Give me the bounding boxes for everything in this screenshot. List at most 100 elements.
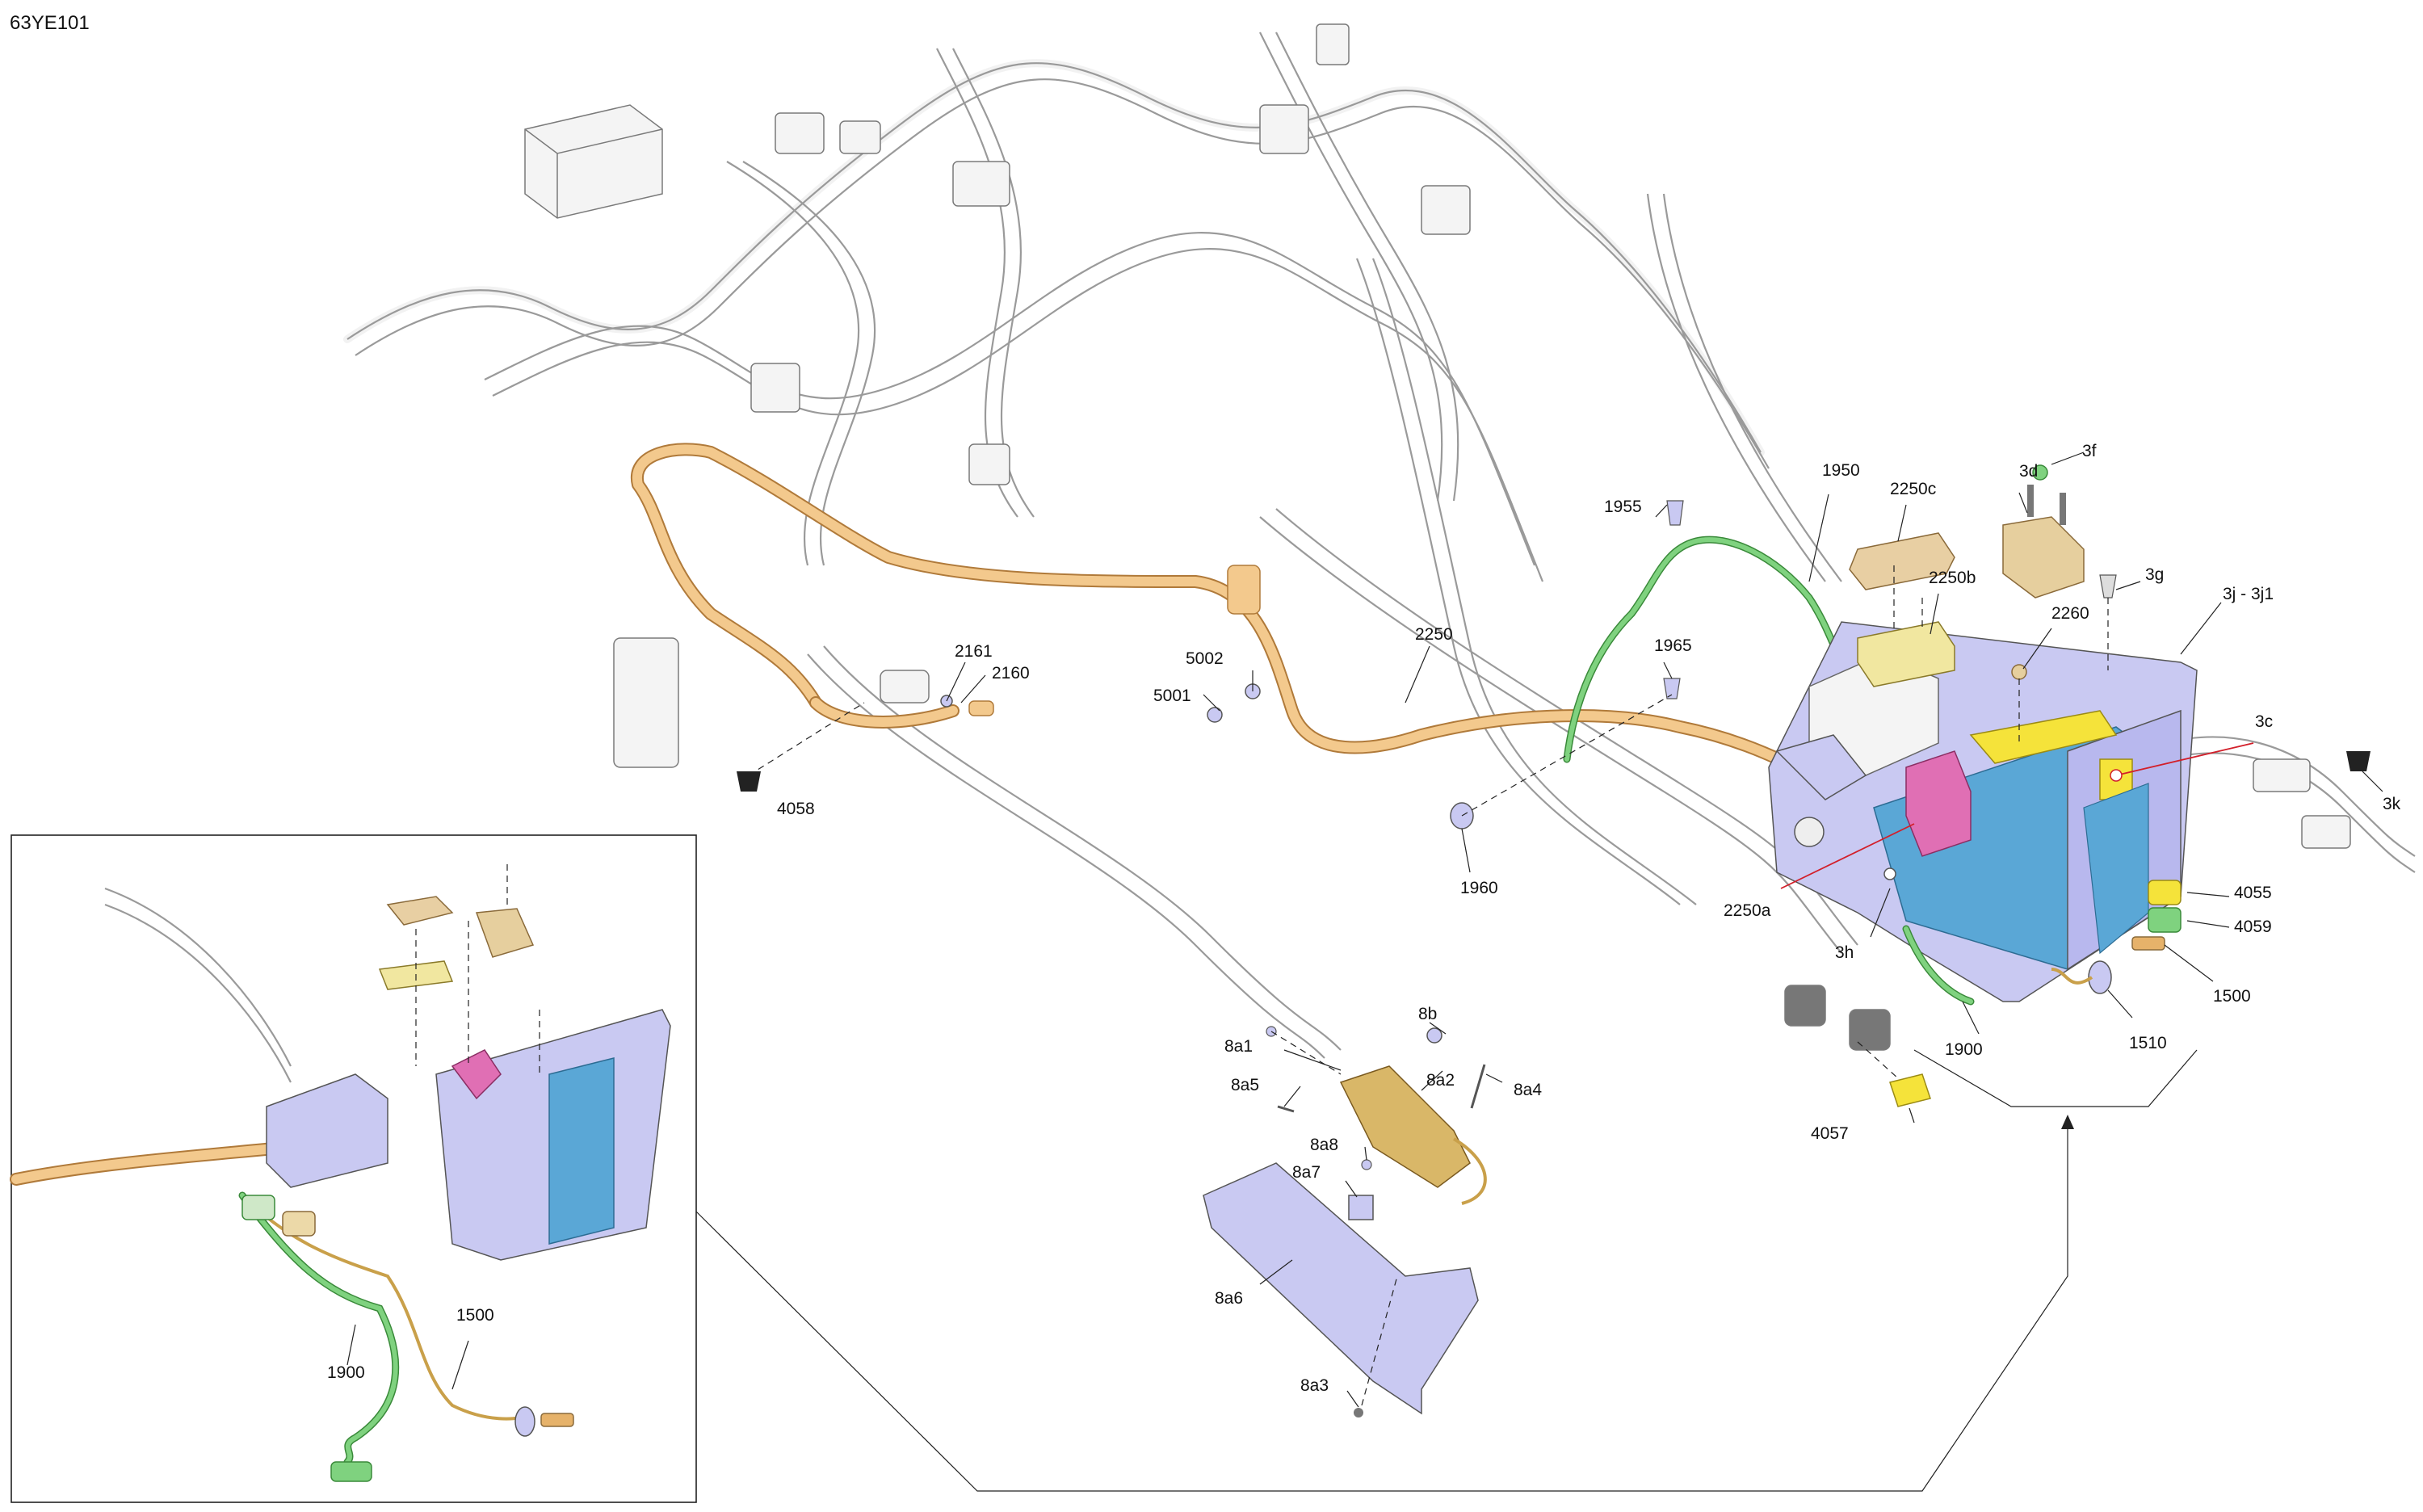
connector-c [952, 161, 1010, 207]
connector-h [968, 443, 1010, 485]
label-2250a: 2250a [1724, 901, 1771, 920]
detail-inset: 1900 1500 [10, 834, 697, 1503]
terminal-2160 [968, 700, 994, 716]
main-wiring-harness [343, 32, 2416, 1059]
leader-2250a [1780, 823, 1915, 889]
label-8a6: 8a6 [1215, 1289, 1243, 1308]
connector-4057 [1889, 1073, 1931, 1107]
label-3j-3j1: 3j - 3j1 [2223, 585, 2274, 603]
label-8a2: 8a2 [1426, 1071, 1455, 1090]
sensor-1500 [2131, 936, 2165, 951]
label-3c: 3c [2255, 712, 2273, 731]
connector-b [839, 120, 881, 154]
inset-pink-terminal [451, 1049, 502, 1100]
label-3g: 3g [2145, 565, 2164, 584]
label-1510: 1510 [2129, 1034, 2167, 1052]
screw-1955 [1666, 500, 1684, 526]
label-3k: 3k [2383, 795, 2401, 813]
clip-3k [2346, 751, 2371, 771]
fuse-box [524, 104, 663, 219]
connector-e [1421, 185, 1471, 235]
label-8a4: 8a4 [1514, 1081, 1542, 1099]
ground-wire-1950 [1563, 536, 1846, 763]
connector-g [750, 363, 800, 413]
label-3d: 3d [2019, 462, 2038, 481]
connector-4059 [2148, 907, 2182, 933]
inset-ground-plug [330, 1461, 372, 1482]
callout-labels: 4058 2161 2160 5002 5001 2250 1955 1965 … [777, 442, 2401, 1395]
battery-assembly [1768, 621, 2198, 1002]
bracket [1775, 734, 1867, 800]
label-8a5: 8a5 [1231, 1076, 1259, 1094]
document-code: 63YE101 [10, 12, 90, 34]
connector-a [775, 112, 825, 154]
lock-assembly [1203, 1026, 1487, 1418]
battery-callout-bracket [1913, 1049, 2198, 1107]
harness-connectors [524, 23, 2351, 1051]
label-2250: 2250 [1415, 625, 1453, 644]
small-parts [737, 464, 2371, 1107]
connector-k [1784, 985, 1826, 1027]
nut-8a3 [1354, 1408, 1363, 1418]
orange-harness-2250 [630, 443, 1993, 846]
inset-cover [386, 896, 454, 926]
label-1900: 1900 [1945, 1040, 1983, 1059]
label-5001: 5001 [1153, 687, 1191, 705]
label-2260: 2260 [2051, 604, 2089, 623]
inset-sensor [540, 1413, 574, 1427]
pink-terminal-2250a [1905, 750, 1972, 857]
connector-d [1259, 104, 1309, 154]
connector-j [2301, 815, 2351, 849]
inset-connector-a [241, 1195, 275, 1220]
callout-connector [695, 1119, 2068, 1492]
label-3f: 3f [2082, 442, 2097, 460]
fuse-holder-2250b [1857, 621, 1955, 687]
relay-3d [2002, 516, 2085, 598]
label-2250c: 2250c [1890, 480, 1936, 498]
label-1960: 1960 [1460, 879, 1498, 897]
screw-8a4 [1470, 1064, 1486, 1109]
screw-3g [2099, 574, 2117, 598]
connector-l [1849, 1009, 1891, 1051]
label-8b: 8b [1418, 1005, 1437, 1023]
label-1950: 1950 [1822, 461, 1860, 480]
inset-relay [475, 908, 535, 958]
label-3h: 3h [1835, 943, 1854, 962]
label-1965: 1965 [1654, 636, 1692, 655]
label-4055: 4055 [2234, 884, 2272, 902]
label-8a7: 8a7 [1292, 1163, 1321, 1182]
inset-connector-b [282, 1211, 316, 1237]
nut-1965 [1663, 678, 1681, 699]
label-2161: 2161 [955, 642, 993, 661]
yellow-clamp [1969, 710, 2118, 764]
actuator-8a2 [1339, 1065, 1471, 1188]
nut-5001 [1207, 707, 1223, 723]
nut-3f [2032, 464, 2048, 481]
stud-2 [2060, 493, 2066, 525]
grommet-1510 [2088, 960, 2112, 994]
nut-8a8 [1361, 1159, 1372, 1170]
inset-bracket [266, 1073, 388, 1188]
connector-i [2253, 758, 2311, 792]
inset-label-1900: 1900 [327, 1363, 365, 1382]
grommet [1794, 817, 1825, 847]
label-1955: 1955 [1604, 498, 1642, 516]
label-8a3: 8a3 [1300, 1376, 1329, 1395]
leader-lines [748, 452, 2383, 1408]
cover-2250c [1849, 532, 1955, 590]
inset-label-1500: 1500 [456, 1306, 494, 1325]
connector-4055 [2148, 880, 2182, 905]
label-1500: 1500 [2213, 987, 2251, 1006]
callout-arrowhead [2061, 1115, 2074, 1129]
nut-8b [1426, 1027, 1442, 1044]
inset-grommet [514, 1406, 535, 1437]
connector-2161-plug [880, 670, 930, 704]
label-2250b: 2250b [1929, 569, 1976, 587]
ecu-connector [613, 637, 679, 768]
label-4059: 4059 [2234, 918, 2272, 936]
label-8a1: 8a1 [1224, 1037, 1253, 1056]
label-8a8: 8a8 [1310, 1136, 1338, 1154]
inset-battery [548, 1057, 615, 1245]
screw-8a5 [1277, 1105, 1295, 1113]
